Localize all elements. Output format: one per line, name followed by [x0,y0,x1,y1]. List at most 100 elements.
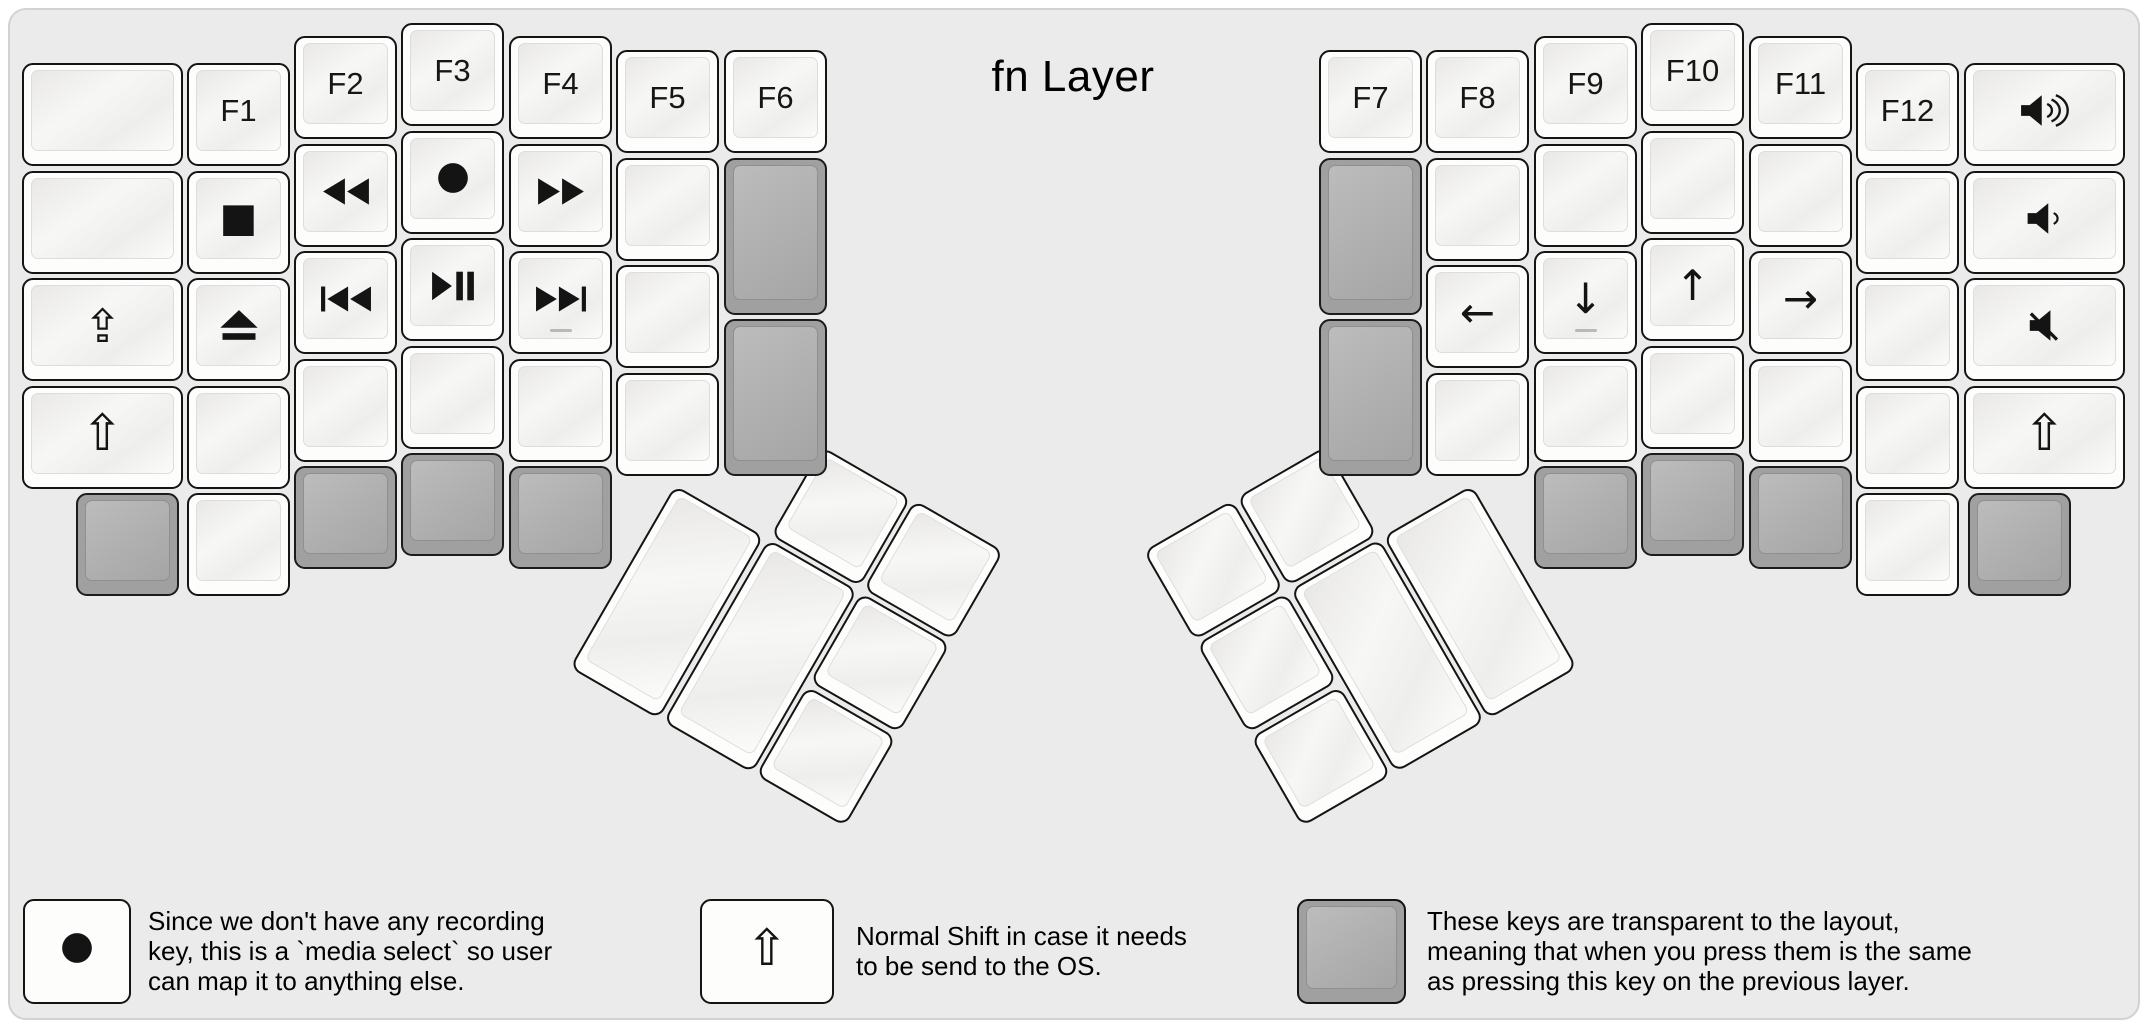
key-volume-down[interactable] [1964,170,2125,274]
key-transparent[interactable] [1319,157,1422,315]
key-rewind[interactable] [294,143,397,247]
mute-icon [2020,307,2070,344]
key-volume-up[interactable] [1964,63,2125,166]
key-blank[interactable] [1749,143,1852,247]
key-transparent[interactable] [1534,466,1637,569]
key-blank[interactable] [187,385,290,489]
key-arrow-down[interactable]: ↓ [1534,251,1637,354]
key-blank[interactable] [401,345,504,449]
shift-icon: ⇧ [746,918,788,977]
key-label: F8 [1459,79,1496,115]
key-transparent[interactable] [1749,466,1852,569]
arrow-up-icon: ↑ [1674,260,1711,310]
key-f3[interactable]: F3 [401,23,504,126]
key-blank[interactable] [616,157,719,261]
layer-title: fn Layer [991,52,1155,101]
shift-sample-key: ⇧ [700,899,834,1004]
arrow-down-icon: ↓ [1567,273,1604,323]
key-blank[interactable] [1426,157,1529,261]
key-stop[interactable]: ■ [187,170,290,274]
key-transparent[interactable] [724,319,827,476]
key-blank[interactable] [1426,372,1529,476]
key-fast-forward[interactable] [509,143,612,247]
key-f1[interactable]: F1 [187,63,290,166]
vol-down-icon [2020,200,2070,237]
key-label: F3 [434,52,471,88]
key-f2[interactable]: F2 [294,36,397,139]
key-transparent[interactable] [1319,319,1422,476]
key-blank[interactable] [1534,358,1637,462]
key-blank[interactable] [294,358,397,462]
eject-icon [217,309,261,342]
key-transparent[interactable] [401,453,504,556]
homing-bar [1574,329,1597,332]
key-arrow-left[interactable]: ← [1426,265,1529,368]
playpause-icon [431,270,475,302]
key-transparent[interactable] [294,466,397,569]
record-icon [437,162,469,194]
key-mute[interactable] [1964,278,2125,381]
key-f6[interactable]: F6 [724,50,827,153]
key-eject[interactable] [187,278,290,381]
prev-icon [320,285,372,313]
key-blank[interactable] [187,493,290,596]
arrow-right-icon: → [1782,273,1819,323]
key-caps-lock[interactable]: ⇪ [22,278,183,381]
ffwd-icon [537,177,585,206]
key-label: F6 [757,79,794,115]
shift-icon: ⇧ [2023,404,2066,462]
key-f7[interactable]: F7 [1319,50,1422,153]
key-label: F4 [542,65,579,101]
caps-icon: ⇪ [83,298,122,353]
key-f5[interactable]: F5 [616,50,719,153]
key-transparent[interactable] [1968,493,2071,596]
key-blank[interactable] [1856,493,1959,596]
key-shift[interactable]: ⇧ [22,385,183,489]
key-blank[interactable] [1641,345,1744,449]
key-arrow-up[interactable]: ↑ [1641,238,1744,341]
key-label: F10 [1665,52,1720,88]
key-f12[interactable]: F12 [1856,63,1959,166]
key-next-track[interactable] [509,251,612,354]
key-f11[interactable]: F11 [1749,36,1852,139]
key-f10[interactable]: F10 [1641,23,1744,126]
key-label: F1 [220,92,257,128]
key-blank[interactable] [1534,143,1637,247]
key-blank[interactable] [1749,358,1852,462]
key-record[interactable] [401,130,504,234]
key-shift[interactable]: ⇧ [1964,385,2125,489]
key-blank[interactable] [616,372,719,476]
key-transparent[interactable] [1641,453,1744,556]
key-transparent[interactable] [724,157,827,315]
key-f9[interactable]: F9 [1534,36,1637,139]
key-f8[interactable]: F8 [1426,50,1529,153]
key-label: F5 [649,79,686,115]
shift-note: Normal Shift in case it needs to be send… [856,921,1187,981]
key-blank[interactable] [1856,278,1959,381]
vol-up-icon [2020,92,2070,129]
key-blank[interactable] [616,265,719,368]
next-icon [535,285,587,313]
transparent-sample-key [1297,899,1406,1004]
key-blank[interactable] [22,170,183,274]
key-blank[interactable] [1641,130,1744,234]
record-icon [61,932,93,964]
key-prev-track[interactable] [294,251,397,354]
homing-bar [549,329,572,332]
media-select-note: Since we don't have any recording key, t… [148,906,553,996]
key-label: F7 [1352,79,1389,115]
key-blank[interactable] [509,358,612,462]
key-blank[interactable] [1856,385,1959,489]
key-arrow-right[interactable]: → [1749,251,1852,354]
key-play-pause[interactable] [401,238,504,341]
rewind-icon [322,177,370,206]
key-f4[interactable]: F4 [509,36,612,139]
key-transparent[interactable] [76,493,179,596]
stop-icon: ■ [219,195,258,241]
key-label: F11 [1774,65,1827,101]
key-blank[interactable] [1856,170,1959,274]
key-transparent[interactable] [509,466,612,569]
key-blank[interactable] [22,63,183,166]
key-label: F2 [327,65,364,101]
